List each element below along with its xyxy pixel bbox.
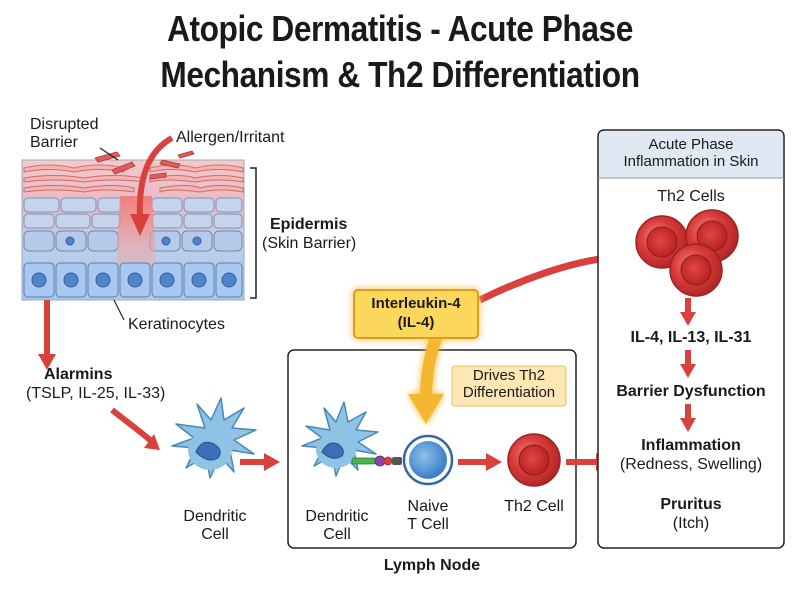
th2-cells-cluster xyxy=(635,209,739,297)
barrier-dysfunction-label: Barrier Dysfunction xyxy=(616,383,766,400)
dendritic-cell-left-label: Dendritic Cell xyxy=(183,508,247,544)
drives-th2-label: Drives Th2 Differentiation xyxy=(462,367,556,402)
il4-to-th2cells-arrow xyxy=(478,254,609,304)
title-line-2: Mechanism & Th2 Differentiation xyxy=(160,54,640,95)
inflammation-detail: (Redness, Swelling) xyxy=(619,456,763,473)
lymph-node-label: Lymph Node xyxy=(383,557,481,574)
acute-panel-header: Acute Phase Inflammation in Skin xyxy=(623,136,759,171)
alarmins-title: Alarmins xyxy=(44,366,113,383)
acute-panel-header-bg xyxy=(599,131,783,178)
skin-epidermis xyxy=(21,150,245,301)
il4-line1: Interleukin-4 xyxy=(371,295,461,312)
cytokines-label: IL-4, IL-13, IL-31 xyxy=(630,329,752,346)
epidermis-bracket xyxy=(250,167,257,299)
keratinocytes-label: Keratinocytes xyxy=(128,316,225,333)
th2-cell-label: Th2 Cell xyxy=(504,498,564,515)
dendritic-cell-inner-label: Dendritic Cell xyxy=(305,508,369,544)
disrupted-barrier-pointer xyxy=(99,147,119,161)
inflammation-label: Inflammation xyxy=(641,437,741,454)
panel-arrows xyxy=(680,298,696,432)
il4-box xyxy=(353,289,479,339)
keratinocyte-pointer xyxy=(113,299,125,321)
th2-cells-label: Th2 Cells xyxy=(657,188,725,205)
mhc-tcr-synapse xyxy=(351,455,402,467)
allergen-arrowhead xyxy=(130,214,150,236)
disrupted-barrier-label: Disrupted Barrier xyxy=(30,116,99,151)
alarmins-list: (TSLP, IL-25, IL-33) xyxy=(26,385,166,402)
allergen-label: Allergen/Irritant xyxy=(176,129,285,146)
alarmins-to-dendritic-arrow xyxy=(110,407,152,443)
dendritic-cell-left xyxy=(171,397,257,479)
pruritus-label: Pruritus xyxy=(660,496,722,513)
drives-th2-box xyxy=(451,365,567,407)
epidermis-label: Epidermis xyxy=(270,216,348,233)
pruritus-detail: (Itch) xyxy=(672,515,710,532)
dendritic-cell-inner xyxy=(301,401,379,477)
skin-barrier-label: (Skin Barrier) xyxy=(262,235,357,252)
allergen-arrow xyxy=(136,135,174,221)
il4-line2: (IL-4) xyxy=(397,314,435,331)
naive-t-cell-label: Naive T Cell xyxy=(407,498,449,534)
title-line-1: Atopic Dermatitis - Acute Phase xyxy=(167,8,633,49)
